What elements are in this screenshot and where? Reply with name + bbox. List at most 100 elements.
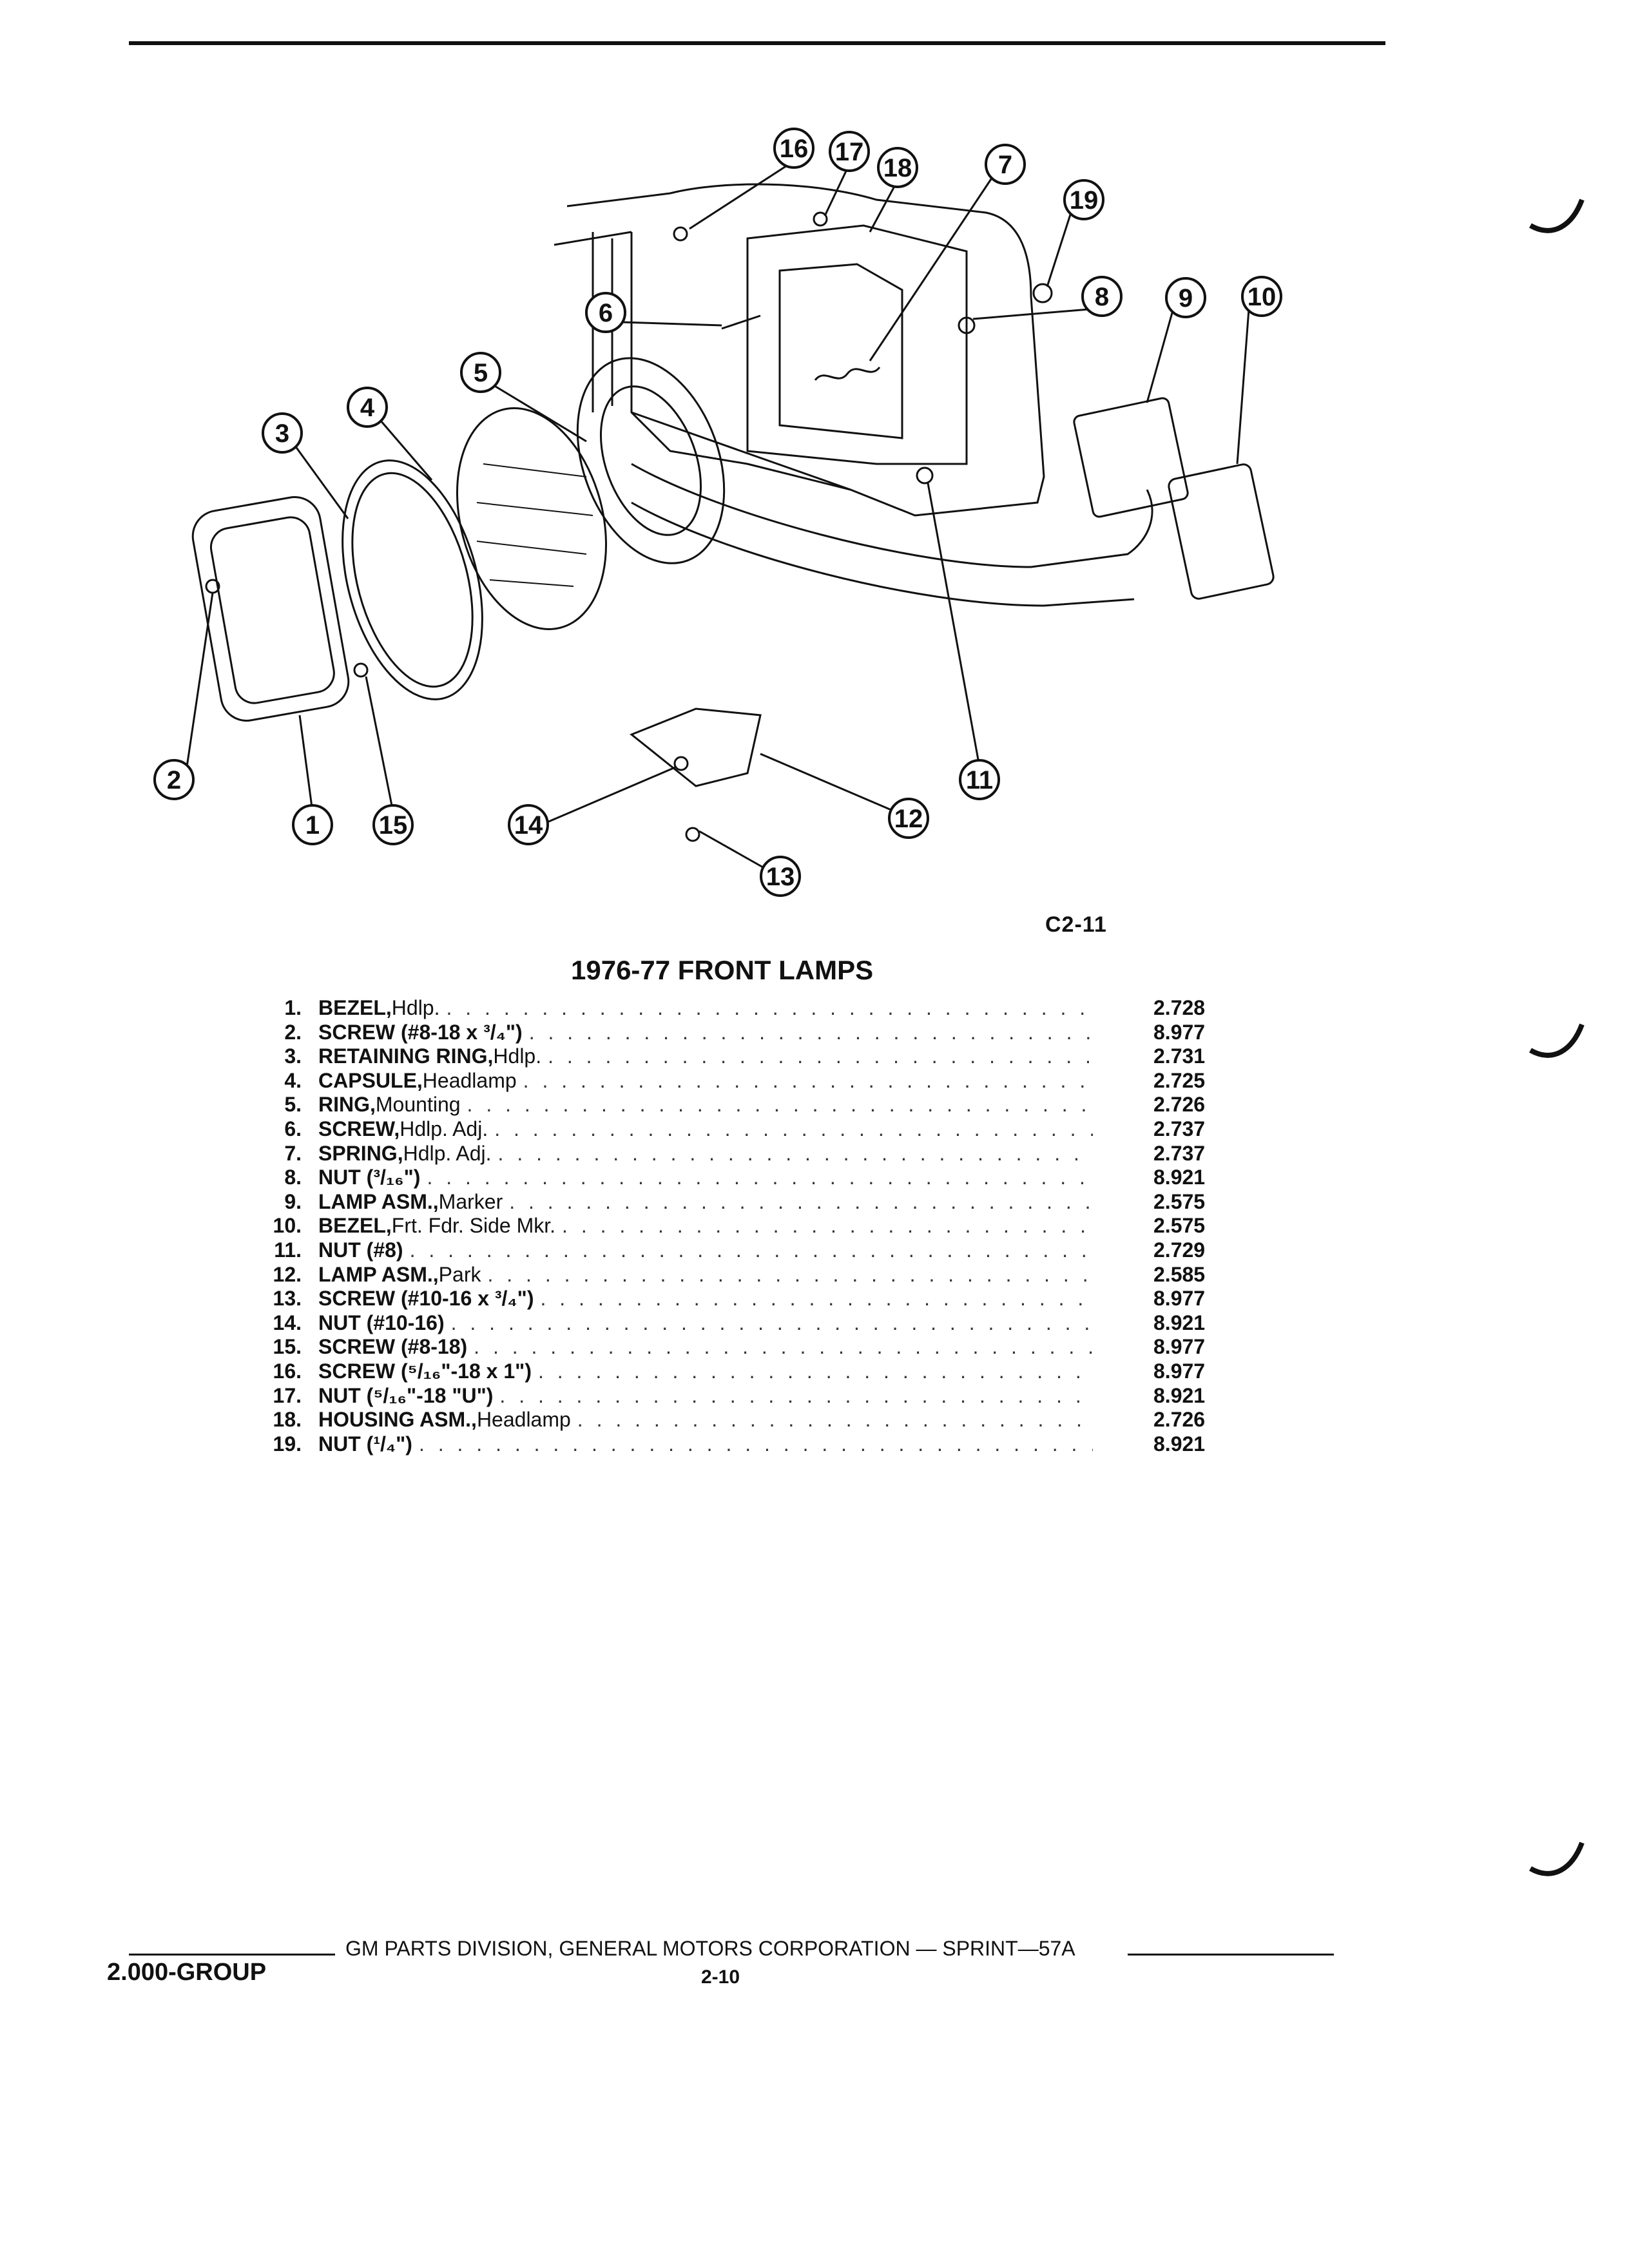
group-code: 2.575 [1153,1189,1206,1213]
part-name: BEZEL, [318,1214,392,1238]
part-description: Hdlp. Adj. [403,1141,492,1165]
part-name: RING, [318,1093,376,1117]
part-description: Headlamp [422,1068,517,1092]
part-name: NUT (¹/₄") [318,1432,412,1456]
callout-label: 6 [599,299,613,327]
part-row: 11.NUT (#8)2.729 [245,1238,1231,1263]
part-name: SCREW (#10-16 x ³/₄") [318,1287,534,1311]
part-row: 14.NUT (#10-16)8.921 [245,1311,1231,1336]
part-name: NUT (#10-16) [318,1311,445,1334]
binder-mark [1529,1023,1585,1058]
part-number: 6. [284,1117,302,1140]
part-number: 17. [273,1383,302,1407]
part-name: LAMP ASM., [318,1189,439,1213]
leader-dots [446,996,1093,1021]
leader-17 [824,164,851,216]
part-description: Marker [438,1189,503,1213]
part-row: 13.SCREW (#10-16 x ³/₄")8.977 [245,1287,1231,1311]
leader-dots [541,1287,1094,1311]
leader-1 [298,715,314,812]
leader-dots [494,1117,1093,1142]
part-name: SPRING, [318,1141,403,1165]
part-name: CAPSULE, [318,1068,423,1092]
leader-dots [523,1069,1093,1093]
leader-10 [1236,309,1250,465]
callout-10: 10 [1241,276,1282,317]
part-row: 15.SCREW (#8-18)8.977 [245,1335,1231,1360]
group-code: 2.575 [1153,1214,1206,1238]
callout-label: 10 [1248,283,1277,311]
section-title: 1976-77 FRONT LAMPS [571,955,874,985]
part-description: Mounting [375,1093,461,1117]
callout-label: 1 [305,811,320,840]
callout-label: 19 [1070,186,1099,215]
part-number: 4. [284,1068,302,1092]
callout-label: 18 [883,154,912,182]
retaining-ring-inner [351,472,474,688]
part-row: 2.SCREW (#8-18 x ³/₄")8.977 [245,1021,1231,1045]
callout-17: 17 [829,131,870,172]
part-row: 19.NUT (¹/₄")8.921 [245,1432,1231,1457]
marker-bezel-shape [1168,463,1275,600]
part-row: 5. RING, Mounting 2.726 [245,1093,1231,1117]
leader-8 [972,308,1090,320]
leader-dots [487,1263,1093,1287]
leader-dots [419,1432,1093,1457]
callout-19: 19 [1063,179,1104,220]
part-description: Headlamp [476,1408,571,1432]
leader-5 [493,384,587,443]
part-number: 19. [273,1432,302,1456]
part-row: 3.RETAINING RING, Hdlp.2.731 [245,1044,1231,1069]
group-code: 2.725 [1153,1068,1206,1092]
leader-12 [760,753,896,813]
part-name: NUT (⁵/₁₆"-18 "U") [318,1383,494,1407]
part-description: Frt. Fdr. Side Mkr. [391,1214,556,1238]
callout-label: 4 [360,394,375,422]
part-name: SCREW (#8-18 x ³/₄") [318,1020,523,1044]
group-code: 2.737 [1153,1117,1206,1140]
leader-dots [467,1093,1093,1117]
leader-7 [869,177,994,361]
callout-label: 5 [474,359,488,387]
leader-6 [621,321,722,327]
group-code: 8.977 [1153,1020,1206,1044]
leader-dots [548,1044,1093,1069]
callout-12: 12 [888,798,929,839]
callout-label: 9 [1179,284,1193,312]
part-row: 4. CAPSULE, Headlamp 2.725 [245,1069,1231,1093]
capsule-lens-lines [476,463,593,587]
screw-6-shape [721,314,761,330]
mounting-ring-shape [576,357,726,564]
part-number: 7. [284,1141,302,1165]
retaining-ring-shape [342,459,483,700]
part-row: 12.LAMP ASM., Park2.585 [245,1263,1231,1287]
part-row: 9.LAMP ASM., Marker2.575 [245,1190,1231,1215]
part-number: 11. [274,1238,302,1262]
part-number: 5. [284,1093,302,1117]
screw-13-shape [685,827,700,842]
callout-13: 13 [760,856,801,897]
group-code: 8.977 [1153,1359,1206,1383]
screw-15-shape [353,662,369,678]
part-number: 1. [284,996,302,1019]
nut-19-shape [1032,283,1053,303]
leader-3 [294,445,349,519]
callout-16: 16 [773,128,815,169]
top-rule [129,41,1385,45]
part-description: Hdlp. Adj. [400,1117,488,1140]
group-code: 2.728 [1153,996,1206,1019]
park-lamp-shape [630,707,762,787]
part-description: Hdlp. [391,996,440,1019]
leader-9 [1146,310,1174,403]
part-number: 15. [273,1335,302,1359]
binder-mark [1529,198,1585,233]
group-code: 2.737 [1153,1141,1206,1165]
footer-rule-left [129,1954,335,1956]
callout-3: 3 [262,412,303,454]
group-code: 2.726 [1153,1093,1206,1117]
part-number: 8. [284,1166,302,1189]
part-number: 3. [284,1044,302,1068]
footer-rule-right [1128,1954,1334,1956]
part-description: Park [438,1262,481,1286]
part-name: SCREW, [318,1117,400,1140]
